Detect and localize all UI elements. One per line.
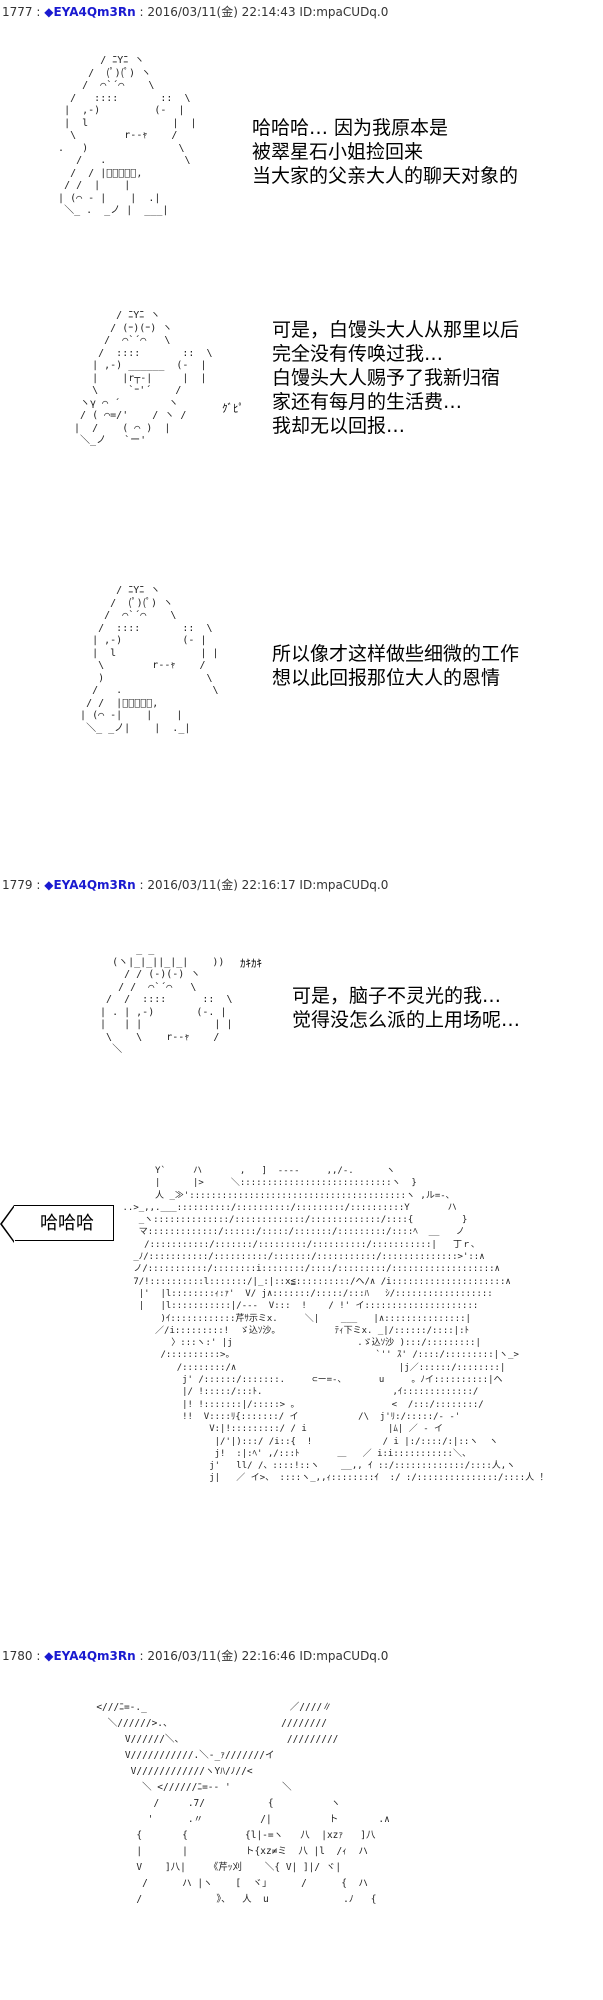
- post-number: 1779: [2, 878, 33, 892]
- speech-bubble: 哈哈哈: [0, 1205, 114, 1243]
- poster-trip[interactable]: EYA4Qm3Rn: [53, 1649, 136, 1663]
- speech-text-1: 哈哈哈… 因为我原本是 被翠星石小姐捡回来 当大家的父亲大人的聊天对象的: [252, 117, 519, 187]
- aa-character-3: / ﾆYﾆ ヽ / (ﾟ)(ﾟ) ヽ / ⌒`´⌒ \ / :::: :: \ …: [80, 585, 219, 734]
- speech-text-2: 可是，白馒头大人从那里以后 完全没有传唤过我… 白馒头大人赐予了我新归宿 家还有…: [272, 319, 520, 437]
- sfx-gupi: ｸﾞﾋﾟ: [222, 402, 244, 415]
- trip-diamond-icon: ◆: [44, 878, 54, 892]
- separator: :: [135, 1649, 148, 1663]
- post-number: 1780: [2, 1649, 33, 1663]
- bubble-text: 哈哈哈: [40, 1213, 94, 1234]
- separator: :: [32, 878, 45, 892]
- poster-trip[interactable]: EYA4Qm3Rn: [53, 878, 136, 892]
- poster-id: ID:mpaCUDq.0: [299, 1649, 389, 1663]
- post-number: 1777: [2, 5, 33, 19]
- trip-diamond-icon: ◆: [44, 5, 54, 19]
- poster-id: ID:mpaCUDq.0: [299, 878, 389, 892]
- speech-text-4: 可是，脑子不灵光的我… 觉得没怎么派的上用场呢…: [292, 985, 521, 1031]
- separator: :: [32, 5, 45, 19]
- separator: :: [135, 5, 148, 19]
- post-date: 2016/03/11(金) 22:16:46: [147, 1649, 296, 1663]
- aa-character-1: / ﾆYﾆ ヽ / (ﾟ)(ﾟ) ヽ / ⌒`´⌒ \ / :::: :: \ …: [58, 55, 197, 216]
- post-header-1780: 1780 : ◆EYA4Qm3Rn : 2016/03/11(金) 22:16:…: [2, 1647, 388, 1664]
- speech-text-3: 所以像才这样做些细微的工作 想以此回报那位大人的恩情: [272, 643, 520, 689]
- aa-character-4: _ _ (ヽ|_|_||_|_| )) / / (-)(-) ヽ / / ⌒`´…: [100, 944, 233, 1055]
- separator: :: [135, 878, 148, 892]
- sfx-kakikaki: ｶｷｶｷ: [240, 957, 262, 970]
- post-header-1777: 1777 : ◆EYA4Qm3Rn : 2016/03/11(金) 22:14:…: [2, 3, 388, 20]
- separator: :: [32, 1649, 45, 1663]
- post-date: 2016/03/11(金) 22:14:43: [147, 5, 296, 19]
- aa-character-6: <///ﾆ=-._ ／////∥ ＼//////>.、 //////// V//…: [96, 1702, 390, 1905]
- post-date: 2016/03/11(金) 22:16:17: [147, 878, 296, 892]
- trip-diamond-icon: ◆: [44, 1649, 54, 1663]
- aa-character-2: / ﾆYﾆ ヽ / (ｰ)(ｰ) ヽ / ⌒`´⌒ \ / :::: :: \ …: [74, 310, 213, 446]
- poster-trip[interactable]: EYA4Qm3Rn: [53, 5, 136, 19]
- aa-character-5: Y` ハ , ] ‐‐‐‐ ,,/‐. ヽ | |> ＼::::::::::::…: [122, 1166, 549, 1484]
- post-header-1779: 1779 : ◆EYA4Qm3Rn : 2016/03/11(金) 22:16:…: [2, 876, 388, 893]
- poster-id: ID:mpaCUDq.0: [299, 5, 389, 19]
